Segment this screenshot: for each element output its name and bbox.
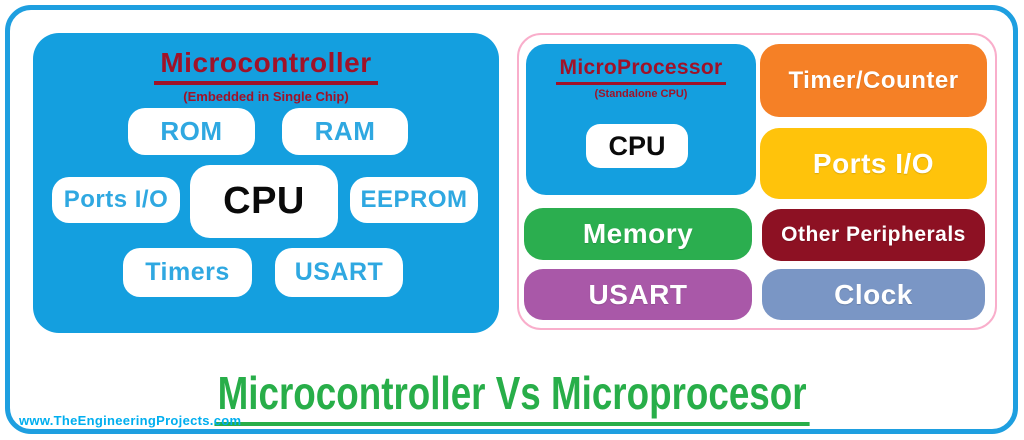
microcontroller-subtitle: (Embedded in Single Chip) [183,89,349,104]
mc-box-cpu: CPU [190,165,338,238]
mp-cpu-chip: CPU [586,124,688,168]
mc-box-timers: Timers [123,248,252,297]
mc-box-usart: USART [275,248,403,297]
microprocessor-panel: MicroProcessor (Standalone CPU) CPU Time… [517,33,997,330]
microprocessor-block: MicroProcessor (Standalone CPU) CPU [526,44,756,195]
footer-title: Microcontroller Vs Microprocesor [214,366,810,426]
microprocessor-title: MicroProcessor [555,56,727,85]
mc-box-ports-io: Ports I/O [52,177,180,223]
footer-title-wrap: Microcontroller Vs Microprocesor [0,366,1024,426]
watermark-url: www.TheEngineeringProjects.com [19,413,242,428]
mp-box-usart: USART [524,269,752,320]
microcontroller-panel: Microcontroller (Embedded in Single Chip… [33,33,499,333]
microcontroller-title: Microcontroller [154,47,378,85]
microcontroller-title-wrap: Microcontroller [33,47,499,85]
microprocessor-subtitle: (Standalone CPU) [594,88,688,100]
mp-box-clock: Clock [762,269,985,320]
mc-box-rom: ROM [128,108,255,155]
mc-box-ram: RAM [282,108,408,155]
mp-box-ports-io: Ports I/O [760,128,987,199]
mc-box-eeprom: EEPROM [350,177,478,223]
mp-box-timer-counter: Timer/Counter [760,44,987,117]
microprocessor-title-wrap: MicroProcessor [526,56,756,85]
mp-box-other-peripherals: Other Peripherals [762,209,985,261]
mp-box-memory: Memory [524,208,752,260]
